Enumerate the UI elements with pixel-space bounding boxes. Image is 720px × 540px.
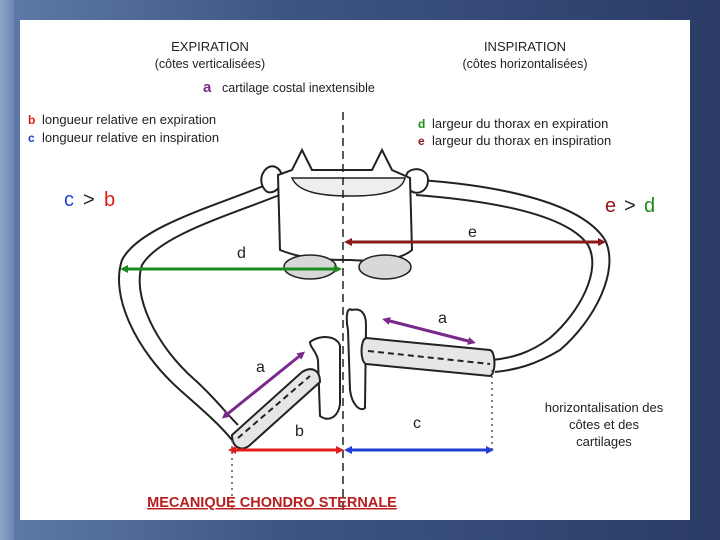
legend-c-text: longueur relative en inspiration <box>42 130 219 145</box>
left-rib <box>119 180 278 440</box>
right-facet <box>359 255 411 279</box>
thorax-illustration <box>119 150 609 440</box>
legend-a-letter: a <box>203 79 212 96</box>
label-b: b <box>295 423 304 440</box>
label-d: d <box>237 245 246 262</box>
left-rib-inner <box>140 194 282 425</box>
left-facet <box>284 255 336 279</box>
relation-b: b <box>104 189 115 211</box>
legend-b-letter: b <box>28 113 35 127</box>
legend-d-text: largeur du thorax en expiration <box>432 116 608 131</box>
expiration-title: EXPIRATION <box>171 39 249 54</box>
cartilage-right <box>362 338 495 376</box>
relation-gt-right: > <box>624 195 636 217</box>
arrow-a-right <box>386 320 472 342</box>
slide-accent-bar <box>0 0 14 540</box>
chondro-sternal-diagram: EXPIRATION (côtes verticalisées) INSPIRA… <box>20 20 690 520</box>
label-a-right: a <box>438 310 447 327</box>
note-line-3: cartilages <box>576 434 632 449</box>
legend-c-letter: c <box>28 131 35 145</box>
vertebral-body <box>278 150 412 261</box>
legend-a-text: cartilage costal inextensible <box>222 81 375 95</box>
relation-gt-left: > <box>83 189 95 211</box>
label-a-left: a <box>256 359 265 376</box>
label-c: c <box>413 415 421 432</box>
label-e: e <box>468 224 477 241</box>
relation-d: d <box>644 195 655 217</box>
footer-title: MECANIQUE CHONDRO STERNALE <box>147 495 397 511</box>
relation-e: e <box>605 195 616 217</box>
inspiration-subtitle: (côtes horizontalisées) <box>462 57 587 71</box>
slide-canvas: EXPIRATION (côtes verticalisées) INSPIRA… <box>20 20 690 520</box>
relation-e-gt-d: e > d <box>605 195 655 217</box>
relation-c: c <box>64 189 74 211</box>
legend-b-text: longueur relative en expiration <box>42 112 216 127</box>
cartilage-left <box>232 369 320 448</box>
inspiration-title: INSPIRATION <box>484 39 566 54</box>
expiration-subtitle: (côtes verticalisées) <box>155 57 265 71</box>
relation-c-gt-b: c > b <box>64 189 115 211</box>
legend-e-letter: e <box>418 134 425 148</box>
note-line-2: côtes et des <box>569 417 640 432</box>
legend-d-letter: d <box>418 117 425 131</box>
legend-e-text: largeur du thorax en inspiration <box>432 133 611 148</box>
note-line-1: horizontalisation des <box>545 400 664 415</box>
